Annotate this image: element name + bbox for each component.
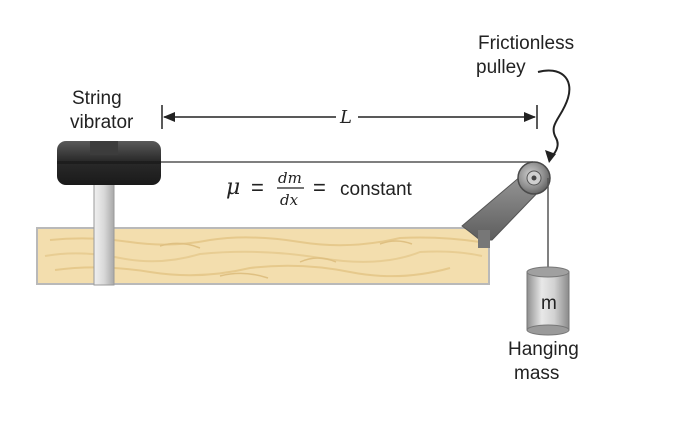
mass-letter: m (541, 293, 557, 314)
fraction-denominator: dx (280, 191, 299, 209)
hanging-mass-label-line1: Hanging (508, 339, 579, 360)
hanging-mass-label-line2: mass (514, 363, 560, 384)
hanging-mass (526, 266, 570, 336)
pulley-label-line1: Frictionless (478, 33, 575, 54)
string-vibrator-label-line1: String (72, 88, 122, 109)
frictionless-pulley (517, 161, 551, 195)
constant-text: constant (340, 179, 412, 200)
string-vibrator-label-line2: vibrator (70, 112, 134, 133)
equals-sign-1: = (251, 175, 264, 200)
length-dimension (161, 105, 538, 129)
length-label: L (340, 107, 352, 128)
fraction-numerator: dm (278, 169, 302, 187)
string-vibrator (57, 141, 161, 185)
pulley-label-line2: pulley (476, 57, 526, 78)
pulley-pointer-arrow (537, 69, 571, 163)
equals-sign-2: = (313, 175, 326, 200)
mu-symbol: μ (226, 175, 241, 200)
